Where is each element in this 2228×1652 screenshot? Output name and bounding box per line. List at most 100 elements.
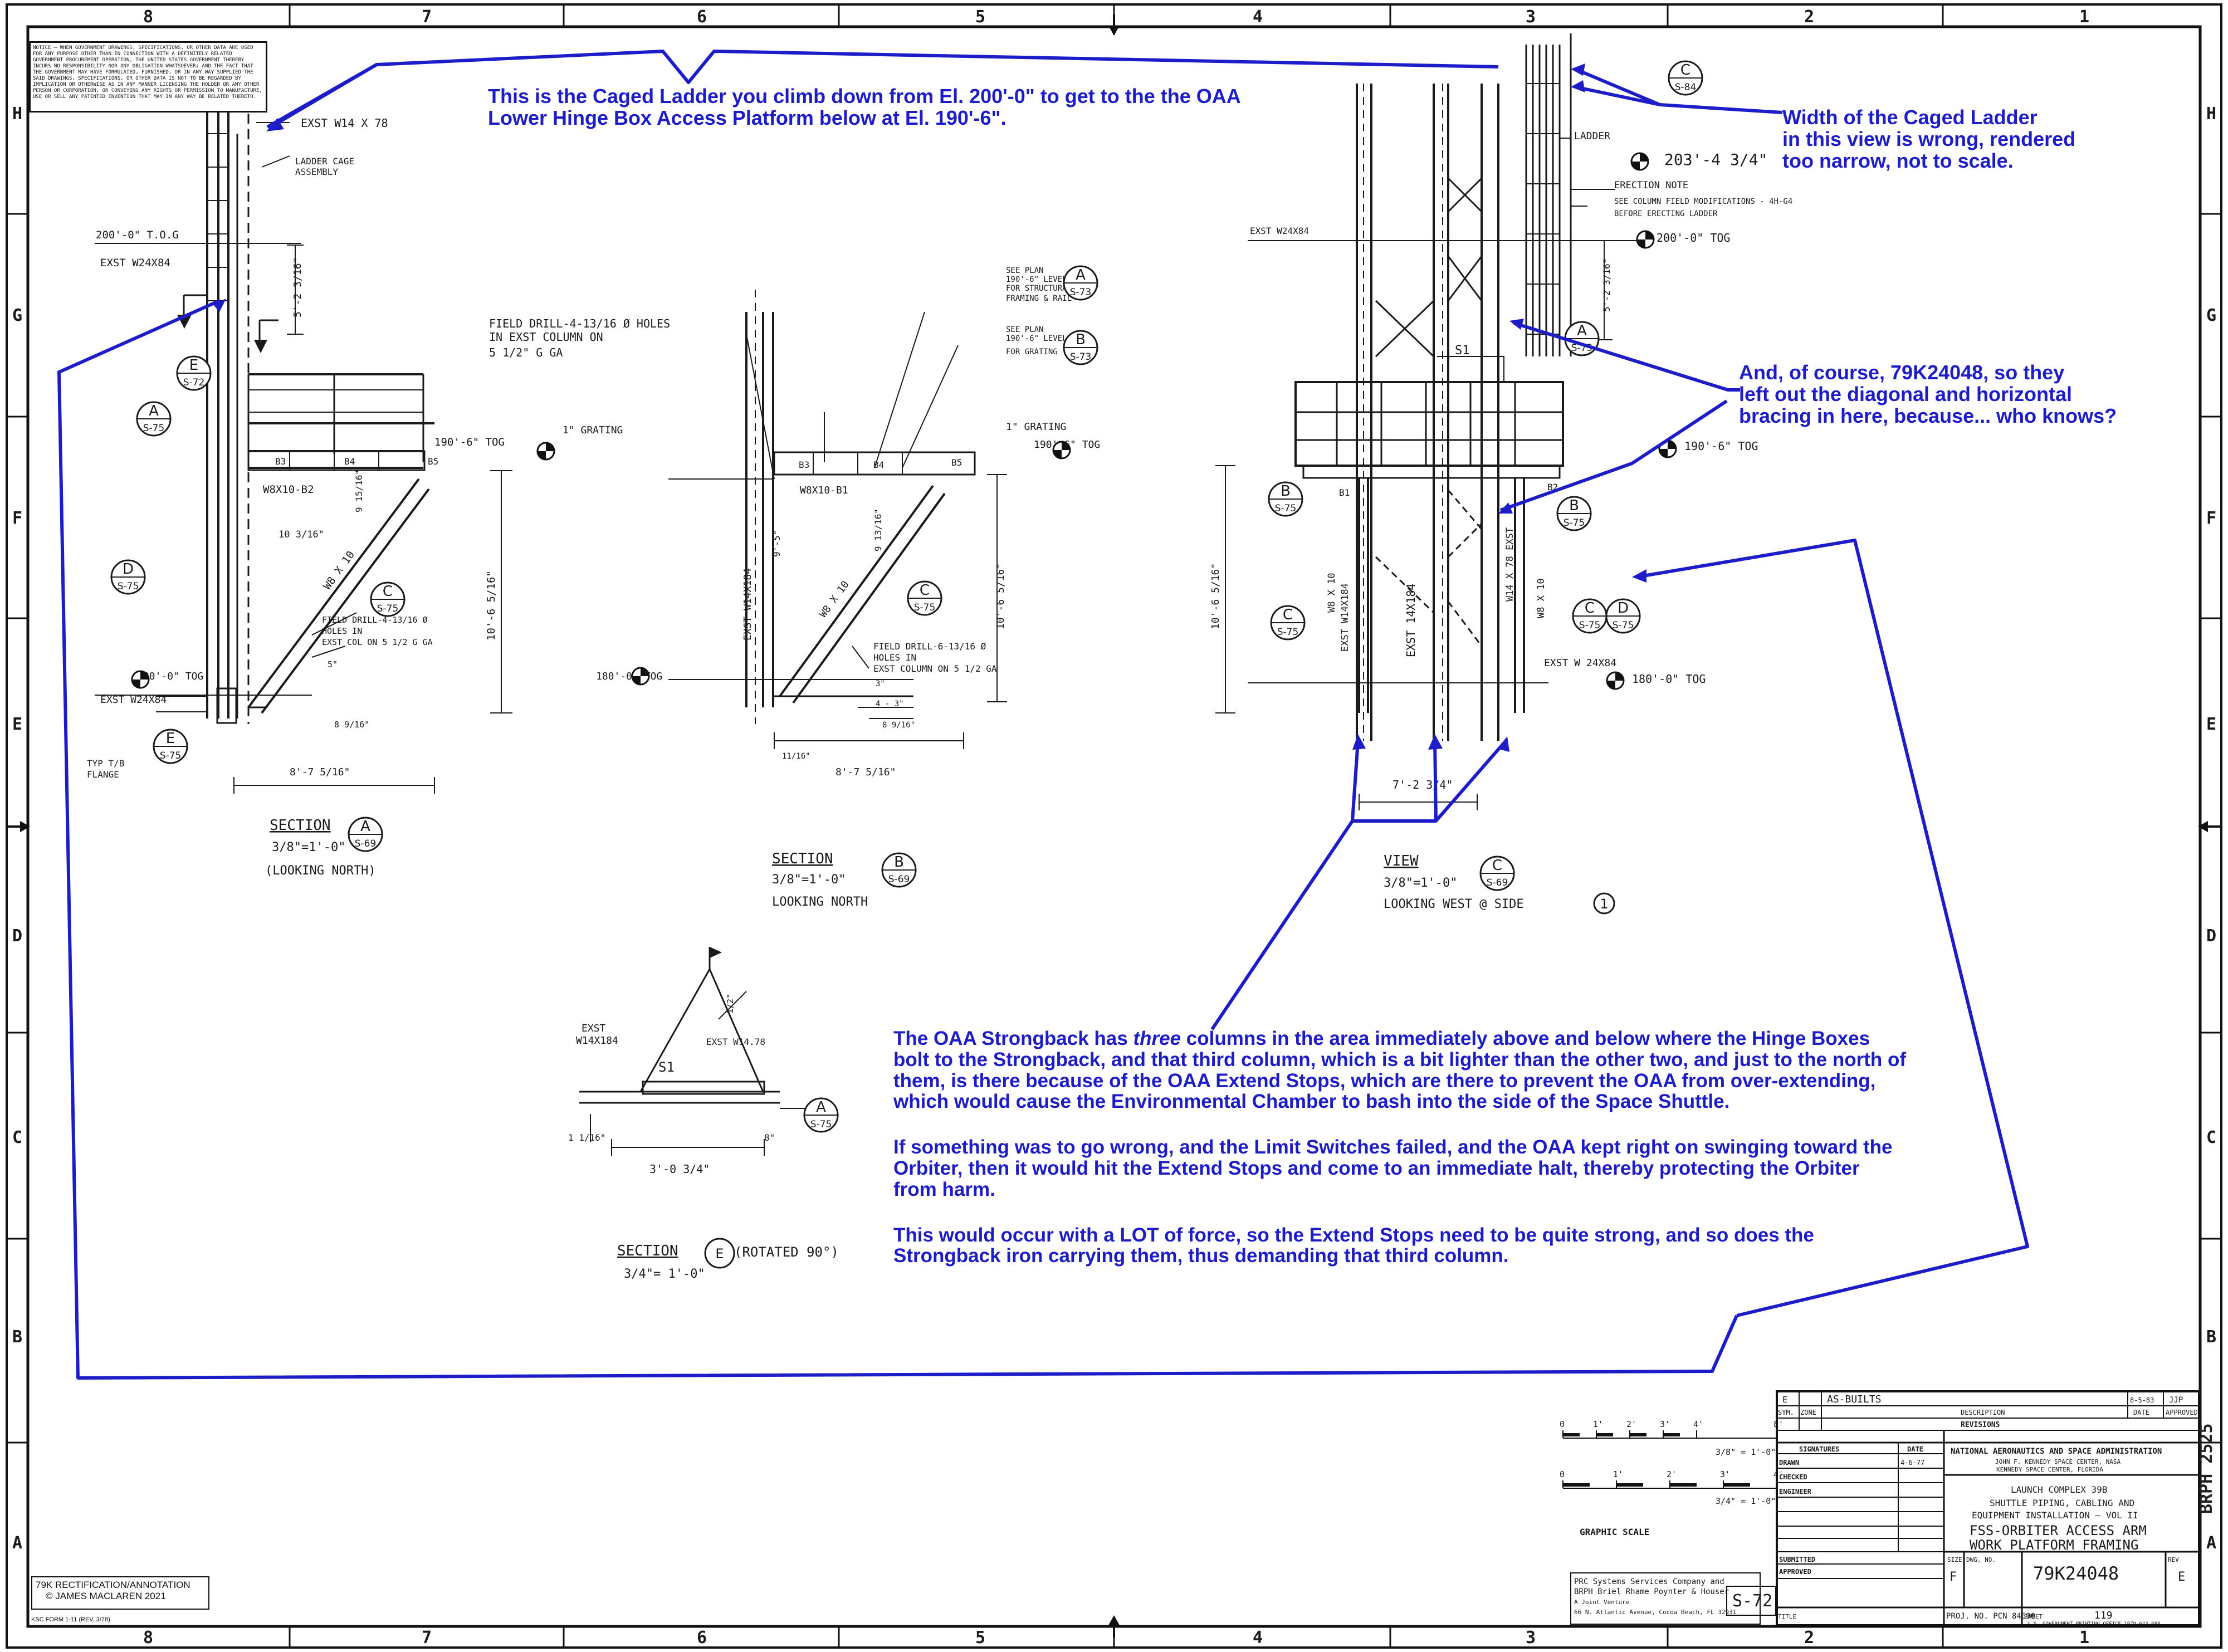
label-field-drill-a1: FIELD DRILL-4-13/16 Ø (322, 615, 428, 625)
drawing-number: 79K24048 (2033, 1563, 2119, 1584)
scale-b-tick-3: 3' (1720, 1469, 1730, 1479)
callout-sheet: S-75 (810, 1119, 832, 1130)
dim-4-3-b: 4 - 3" (876, 700, 904, 708)
detail-callout-d1: DS-75 (110, 559, 146, 595)
detail-callout-c84: CS-84 (1668, 60, 1703, 96)
label-b3-b: B3 (799, 460, 809, 470)
rectification-line-2: © JAMES MACLAREN 2021 (46, 1591, 166, 1601)
zone-col-3: 3 (1526, 7, 1536, 27)
zone-col-6-bottom: 6 (697, 1628, 707, 1648)
zone-col-5: 5 (975, 7, 985, 27)
label-200-tog: 200'-0" T.O.G (96, 229, 179, 241)
project-number: PROJ. NO. PCN 84690 (1946, 1612, 2035, 1621)
gpo-line: U.S. GOVERNMENT PRINTING OFFICE 1979-643… (2027, 1621, 2160, 1626)
elevation-target-icon (1606, 671, 1625, 690)
label-submitted: SUBMITTED (1779, 1556, 1815, 1563)
drawing-title-2: WORK PLATFORM FRAMING (1970, 1537, 2138, 1553)
ksc-line-1: JOHN F. KENNEDY SPACE CENTER, NASA (1995, 1458, 2121, 1465)
detail-callout-a_sec: A S-69 (348, 817, 383, 852)
dim-half-e: 1/2" (725, 994, 735, 1014)
drawn-date: 4-6-77 (1900, 1459, 1924, 1467)
rev-letter: E (1782, 1395, 1787, 1405)
zone-row-f-right: F (2206, 509, 2216, 528)
scale-b-tick-2: 2' (1667, 1469, 1677, 1479)
section-b-looking: LOOKING NORTH (772, 895, 868, 909)
dim-8: 8 9/16" (334, 720, 369, 730)
label-exst-w14x78: EXST W14 X 78 (301, 116, 388, 130)
section-e-title: SECTION (617, 1243, 678, 1259)
zone-row-f: F (12, 509, 22, 528)
detail-callout-b4: BS-75 (1556, 496, 1592, 531)
zone-row-d-right: D (2206, 926, 2216, 946)
zone-row-h-right: H (2206, 104, 2216, 124)
zone-row-a: A (12, 1533, 22, 1553)
callout-sheet: S-69 (1487, 877, 1508, 888)
callout-sheet: S-73 (1070, 351, 1092, 363)
detail-callout-a3: AS-75 (1564, 321, 1600, 356)
border-zone-labels: 8 7 6 5 4 3 2 1 8 7 6 5 4 3 2 1 H G F E … (12, 7, 2216, 1648)
detail-callout-a1: AS-75 (136, 401, 172, 437)
callout-letter: D (1618, 600, 1629, 617)
zone-col-6: 6 (697, 7, 707, 27)
bracing-arrow-1 (1513, 321, 1740, 392)
annotation-strongback: The OAA Strongback has three columns in … (893, 1028, 1907, 1267)
callout-letter: A (1577, 322, 1587, 339)
annotation-caged-ladder: This is the Caged Ladder you climb down … (488, 85, 1240, 129)
detail-callout-c_view: CS-69 (1479, 856, 1515, 891)
label-b5-b: B5 (951, 457, 962, 468)
label-200-tog-c: 200'-0" TOG (1657, 231, 1730, 245)
label-field-drill-a2: HOLES IN (322, 626, 362, 636)
label-erection-note-3: BEFORE ERECTING LADDER (1614, 209, 1718, 218)
sheet-number: 119 (2094, 1610, 2113, 1621)
label-exst-w24x84-cb: EXST W 24X84 (1544, 657, 1616, 669)
detail-callout-b_sec: BS-69 (881, 852, 917, 888)
bracing-arrow-2 (1499, 399, 1728, 512)
target-quadrants (1659, 441, 1676, 457)
detail-callout-c1: CS-75 (370, 581, 405, 617)
prc-line-1: PRC Systems Services Company and (1574, 1577, 1724, 1586)
label-size: SIZE (1947, 1556, 1962, 1563)
label-b4-b: B4 (873, 460, 884, 470)
zone-col-4-bottom: 4 (1253, 1628, 1263, 1648)
target-quadrants (1631, 153, 1648, 170)
label-field-drill-b1: FIELD DRILL-4-13/16 Ø HOLES (489, 317, 670, 330)
elevation-targets (131, 152, 1677, 690)
callout-circle (704, 1238, 735, 1269)
label-see-plan-b1: SEE PLAN (1006, 325, 1043, 334)
label-field-drill-a3: EXST COL ON 5 1/2 G GA (322, 637, 433, 647)
label-b5: B5 (428, 456, 438, 467)
section-a-title: SECTION (270, 817, 331, 834)
callout-sheet: S-69 (355, 838, 377, 849)
section-a-looking: (LOOKING NORTH) (265, 864, 376, 878)
label-w8x10-b1: W8X10-B1 (800, 485, 848, 496)
section-a-scale: 3/8"=1'-0" (272, 840, 345, 854)
zone-row-h: H (12, 104, 22, 124)
zone-col-2: 2 (1804, 7, 1814, 27)
label-w8x10-b2: W8X10-B2 (263, 483, 314, 496)
label-b3: B3 (275, 456, 286, 467)
label-revisions: REVISIONS (1961, 1421, 2000, 1429)
brph-text: BRPH 2525 (2197, 1423, 2216, 1514)
callout-letter: E (166, 730, 175, 747)
label-b4: B4 (344, 456, 355, 467)
label-zone: ZONE (1800, 1409, 1816, 1416)
callout-sheet: S-75 (1613, 620, 1634, 631)
label-flange: FLANGE (87, 769, 119, 780)
sheet-size: F (1950, 1570, 1957, 1584)
scale-tick-0: 0 (1560, 1419, 1565, 1429)
label-approved-sig: APPROVED (1779, 1568, 1811, 1576)
zone-row-e-right: E (2206, 715, 2216, 734)
project-line-2: EQUIPMENT INSTALLATION — VOL II (1972, 1510, 2138, 1521)
callout-letter: A (360, 818, 370, 835)
ladder-bracket-left (270, 63, 378, 129)
label-sig-date: DATE (1907, 1445, 1923, 1453)
callout-circle (1593, 892, 1615, 915)
label-field-drill-b2: IN EXST COLUMN ON (489, 330, 603, 344)
ksc-line-2: KENNEDY SPACE CENTER, FLORIDA (1996, 1466, 2103, 1473)
label-exst-14x184-c: EXST 14X184 (1404, 584, 1418, 657)
section-b-title: SECTION (772, 851, 833, 867)
dim-1-e: 1 1/16" (568, 1132, 605, 1143)
callout-letter: A (149, 403, 159, 419)
dim-8-e: 8" (764, 1132, 775, 1143)
label-title: TITLE (1778, 1613, 1796, 1620)
